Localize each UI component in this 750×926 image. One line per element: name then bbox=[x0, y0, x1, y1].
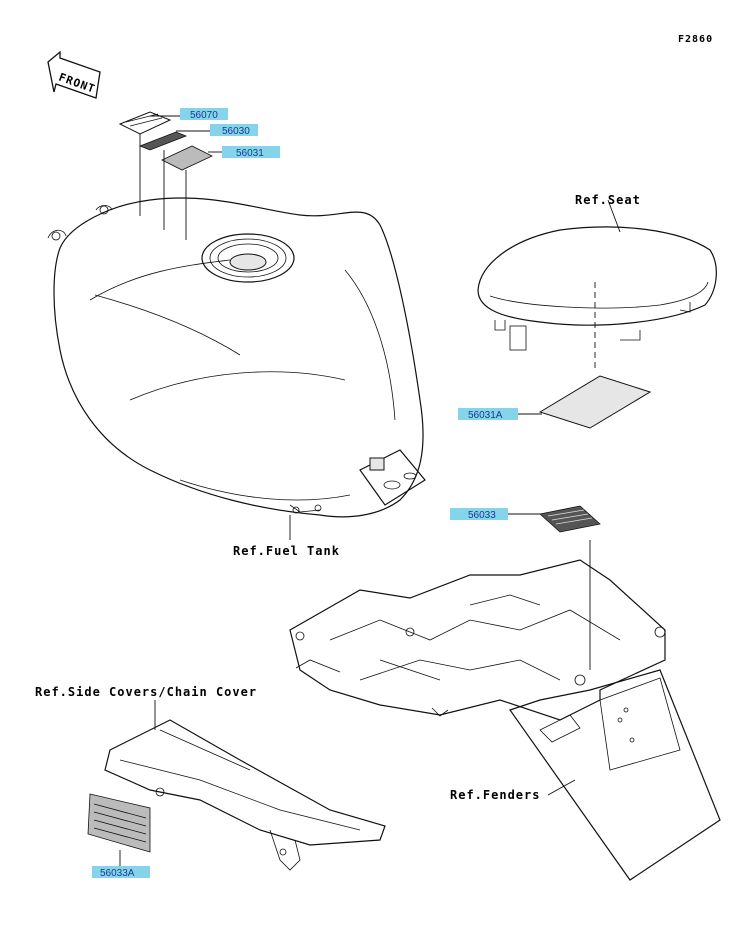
label-56033A-graphic bbox=[87, 793, 151, 853]
part-number-56030: 56030 bbox=[222, 126, 250, 137]
label-56031-graphic bbox=[161, 145, 213, 171]
rear-fender bbox=[289, 559, 721, 881]
part-tag-56031A[interactable]: 56031A bbox=[458, 408, 518, 421]
part-tag-56031[interactable]: 56031 bbox=[222, 146, 280, 159]
part-tag-56030[interactable]: 56030 bbox=[210, 124, 258, 137]
ref-fuel-tank: Ref.Fuel Tank bbox=[233, 544, 340, 558]
label-56033-graphic bbox=[539, 505, 601, 533]
ref-seat: Ref.Seat bbox=[575, 193, 641, 207]
seat bbox=[477, 226, 717, 351]
part-tag-56070[interactable]: 56070 bbox=[180, 108, 228, 121]
part-tag-56033[interactable]: 56033 bbox=[450, 508, 508, 521]
part-number-56033A: 56033A bbox=[100, 868, 135, 879]
part-tag-56033A[interactable]: 56033A bbox=[92, 866, 150, 879]
part-number-56033: 56033 bbox=[468, 510, 496, 521]
figure-id: F2860 bbox=[678, 34, 713, 45]
chain-cover bbox=[104, 719, 386, 871]
label-56031A-graphic bbox=[538, 375, 652, 429]
fuel-tank bbox=[47, 197, 426, 518]
ref-fenders: Ref.Fenders bbox=[450, 788, 540, 802]
part-number-56031A: 56031A bbox=[468, 410, 503, 421]
label-56030-graphic bbox=[138, 131, 188, 151]
part-number-56070: 56070 bbox=[190, 110, 218, 121]
label-56070-graphic bbox=[118, 111, 172, 135]
part-number-56031: 56031 bbox=[236, 148, 264, 159]
ref-side-covers-chain-cover: Ref.Side Covers/Chain Cover bbox=[35, 685, 257, 699]
front-arrow-icon: FRONT bbox=[47, 50, 101, 99]
